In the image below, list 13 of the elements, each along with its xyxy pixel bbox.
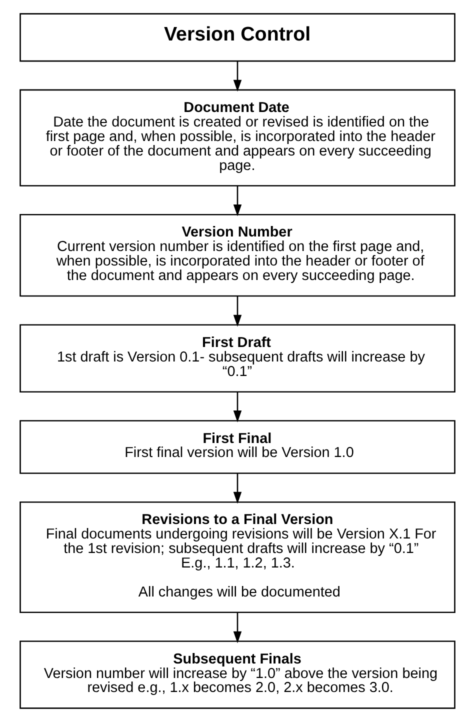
arrow [232, 296, 242, 327]
node-box: First Final First final version will be Version 1.0 [19, 420, 455, 474]
arrow [232, 612, 242, 644]
node-box: First Draft 1st draft is Version 0.1- subsequent drafts will increase by “0.1” [19, 324, 455, 392]
arrow [232, 61, 242, 92]
arrow [232, 186, 242, 216]
node-box: Version Number Current version number is identified on the first page and, when possible, is incorporated into the header or footer of the document and appears on every succeeding page. [19, 214, 455, 297]
node-box: Version Control [19, 13, 455, 62]
node-box: Revisions to a Final Version Final documents undergoing revisions will be Version X.1 For the 1st revision; subsequent drafts will increase by “0.1” E.g., 1.1, 1.2, 1.3. All changes will be documented [19, 501, 455, 614]
node-box: Document Date Date the document is created or revised is identified on the first page and, when possible, is incorporated into the header or footer of the document and appears on every succeeding page. [19, 89, 455, 186]
arrow [232, 473, 242, 504]
arrow [232, 392, 242, 422]
node-box: Subsequent Finals Version number will increase by “1.0” above the version being revised e.g., 1.x becomes 2.0, 2.x becomes 3.0. [19, 640, 455, 709]
